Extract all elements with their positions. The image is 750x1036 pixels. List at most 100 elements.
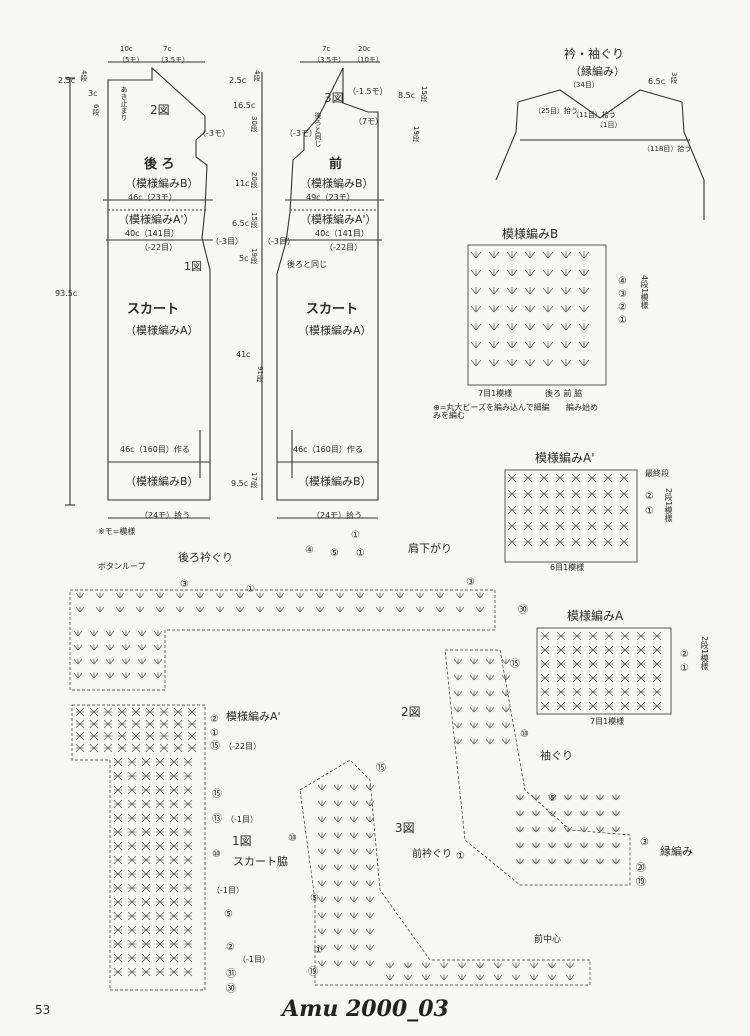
pattern-a-repeat: 7目1模様 (590, 717, 625, 726)
pattern-a-title: 模様編みA (567, 609, 624, 623)
pattern-b-row-4: ④ (618, 276, 627, 287)
back-width-2: 40c（141目） (125, 229, 179, 238)
skirt-chart-row-5: ⑤ (224, 909, 233, 920)
armhole-chart-row-19: ⑲ (636, 877, 646, 888)
front-side-note-2: （7モ） (354, 117, 384, 126)
back-chart-row-5: ⑤ (330, 548, 339, 559)
center-dim-7: 6.5c (232, 219, 250, 228)
back-top-dim-2: （5モ） (118, 56, 144, 64)
collar-armhole-outline (495, 89, 705, 181)
back-side-note-3: （-22目） (140, 243, 178, 252)
front-chart-row-5: ⑤ (310, 893, 319, 904)
skirt-chart-row-10: ⑩ (212, 849, 221, 860)
back-side-note-1: （-3モ） (198, 129, 230, 138)
stitch-symbols (73, 251, 662, 981)
center-dim-6: 20段 (250, 172, 258, 188)
back-top-dim-3: 7c (163, 45, 172, 53)
pattern-b-row-2: ② (618, 302, 627, 313)
front-side-note-4: （-3目） (263, 237, 295, 246)
front-chart-row-19: ⑲ (308, 967, 318, 978)
front-neckline-label: 前衿ぐり (412, 849, 452, 860)
back-pattern-b: （模様編みB） (125, 177, 199, 190)
skirt-chart-outline (71, 704, 206, 991)
front-width-1: 49c（23モ） (306, 193, 355, 202)
back-skirt-label: スカート (127, 302, 180, 317)
legend-note: ※モ=模様 (98, 527, 136, 536)
front-chart-fig3: 3図 (395, 821, 415, 835)
back-hem-pattern: （模様編みB） (125, 475, 199, 488)
center-dim-3: 16.5c (233, 101, 256, 110)
front-side-note-1: （-1.5モ） (348, 87, 388, 96)
center-dim-4: 30段 (250, 116, 258, 132)
center-dim-5: 11c (235, 179, 250, 188)
armhole-chart-outline (444, 649, 631, 886)
pattern-b-grid (467, 244, 607, 386)
pattern-b-repeat: 7目1模様 (478, 389, 513, 398)
front-hem-pattern: （模様編みB） (298, 475, 372, 488)
armhole-chart-row-1: ① (456, 851, 465, 862)
skirt-chart-dec-1a: （-1目） (226, 815, 258, 824)
back-left-dim-2: 4段 (80, 70, 88, 82)
back-side-note-2: （-3目） (211, 237, 243, 246)
front-skirt-label: スカート (306, 302, 359, 317)
front-chart-row-1: ① (314, 945, 323, 956)
front-same-as-back: 後ろと同じ (314, 112, 322, 147)
collar-label-3: （11目）拾う (572, 111, 616, 119)
back-fig1-label: 1図 (184, 260, 202, 273)
button-loop-label: ボタンループ (98, 562, 146, 571)
pattern-a-row-1: ① (680, 663, 689, 674)
pattern-b-rows-note: 4段1模様 (640, 275, 649, 310)
center-dim-1: 2.5c (229, 76, 247, 85)
back-top-dim-4: （3.5モ） (157, 56, 190, 64)
right-dim-3: 19段 (412, 126, 420, 142)
pattern-a-row-2: ② (680, 649, 689, 660)
back-width-3: 46c（160目）作る (120, 445, 190, 454)
collar-title: 衿・袖ぐり (564, 47, 625, 61)
front-side-note-5: （-22目） (325, 243, 363, 252)
back-opening-label: あき止まり (120, 86, 128, 121)
back-piece-name: 後 ろ (144, 157, 175, 172)
front-width-2: 40c（141目） (315, 229, 369, 238)
pattern-b-row-1: ① (618, 315, 627, 326)
front-chart-row-15: ⑮ (376, 763, 386, 774)
skirt-chart-fig1: 1図 (232, 834, 252, 848)
center-front-label: 前中心 (534, 935, 562, 945)
front-chart-row-10: ⑩ (288, 833, 297, 844)
back-left-dim-3: 3c (88, 89, 98, 98)
skirt-chart-dec-22: （-22目） (224, 742, 262, 751)
center-dim-13: 9.5c (231, 479, 249, 488)
skirt-side-label: スカート脇 (233, 855, 288, 868)
back-width-4: （24モ）拾う (140, 511, 191, 520)
front-pattern-b: （模様編みB） (300, 177, 374, 190)
armhole-chart-row-20: ⑳ (636, 863, 646, 874)
page-number: 53 (35, 1003, 51, 1017)
center-dim-14: 17段 (250, 472, 258, 488)
back-chart-row-3b: ③ (466, 577, 475, 588)
back-left-dim-1: 2.5c (58, 76, 76, 85)
collar-label-1: （34目） (569, 81, 599, 89)
skirt-chart-row-15b: ⑮ (212, 789, 222, 800)
front-top-dim-2: （3.5モ） (313, 56, 346, 64)
total-length: 93.5c (55, 289, 78, 298)
armhole-chart-row-15: ⑮ (510, 659, 520, 670)
back-chart-row-30: ㉚ (518, 605, 528, 616)
front-figure-label: 3図 (324, 91, 344, 105)
skirt-chart-a-prime: 模様編みA' (226, 710, 281, 723)
collar-label-5: （118目）拾う (643, 145, 692, 153)
skirt-chart-row-15: ⑮ (210, 741, 220, 752)
collar-label-7: 3段 (670, 72, 678, 84)
front-pattern-a-prime: （模様編みA'） (300, 213, 377, 226)
pattern-a-prime-rows-note: 2段1模様 (664, 488, 673, 523)
pattern-a-grid (536, 627, 672, 715)
front-top-dim-1: 7c (322, 45, 331, 53)
front-side-note-3: （-3モ） (285, 129, 317, 138)
back-figure-label: 2図 (150, 103, 170, 117)
back-skirt-pattern: （模様編みA） (125, 324, 199, 337)
skirt-chart-row-30: ㉚ (226, 984, 236, 995)
skirt-chart-row-2b: ② (226, 942, 235, 953)
armhole-chart-row-10: ⑩ (520, 729, 529, 740)
center-dim-10: 19段 (250, 248, 258, 264)
center-dim-9: 5c (239, 254, 249, 263)
magazine-title: Amu 2000_03 (282, 996, 449, 1022)
